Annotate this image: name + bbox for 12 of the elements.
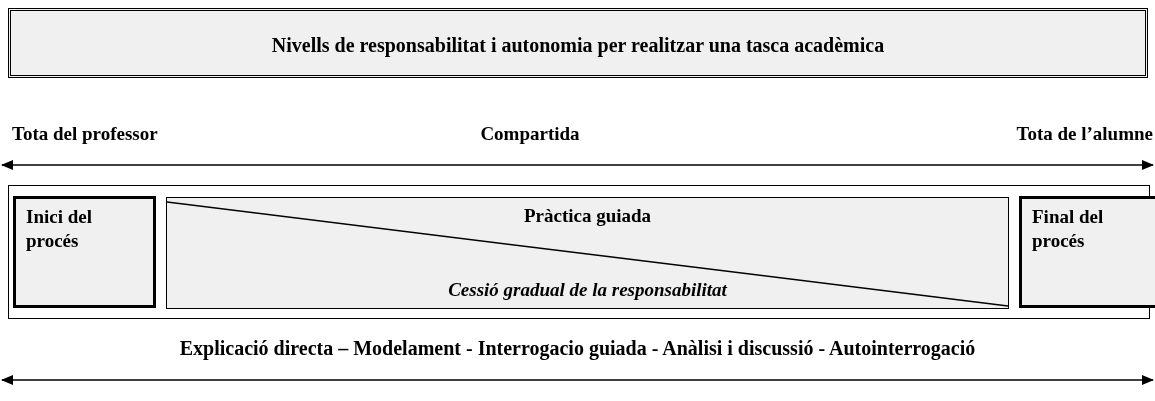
heading-text: Nivells de responsabilitat i autonomia per realitzar una tasca acadèmica	[270, 33, 886, 58]
stage-label: Inici del procés	[26, 205, 93, 253]
scale-label: Tota del professor	[12, 122, 159, 146]
scale-label: Tota de l’alumne	[1015, 122, 1153, 146]
stage-label: Pràctica guiada	[522, 204, 653, 228]
method-sequence-text: Explicació directa – Modelament - Interrogacio guiada - Anàlisi i discussió - Autointerrogació	[178, 336, 977, 361]
scale-label: Compartida	[479, 122, 581, 146]
caption-text: Cessió gradual de la responsabilitat	[447, 278, 729, 302]
title-box	[8, 8, 1148, 78]
stage-box	[1019, 196, 1155, 308]
stage-box	[13, 196, 156, 308]
stage-label: Final del procés	[1032, 205, 1105, 253]
